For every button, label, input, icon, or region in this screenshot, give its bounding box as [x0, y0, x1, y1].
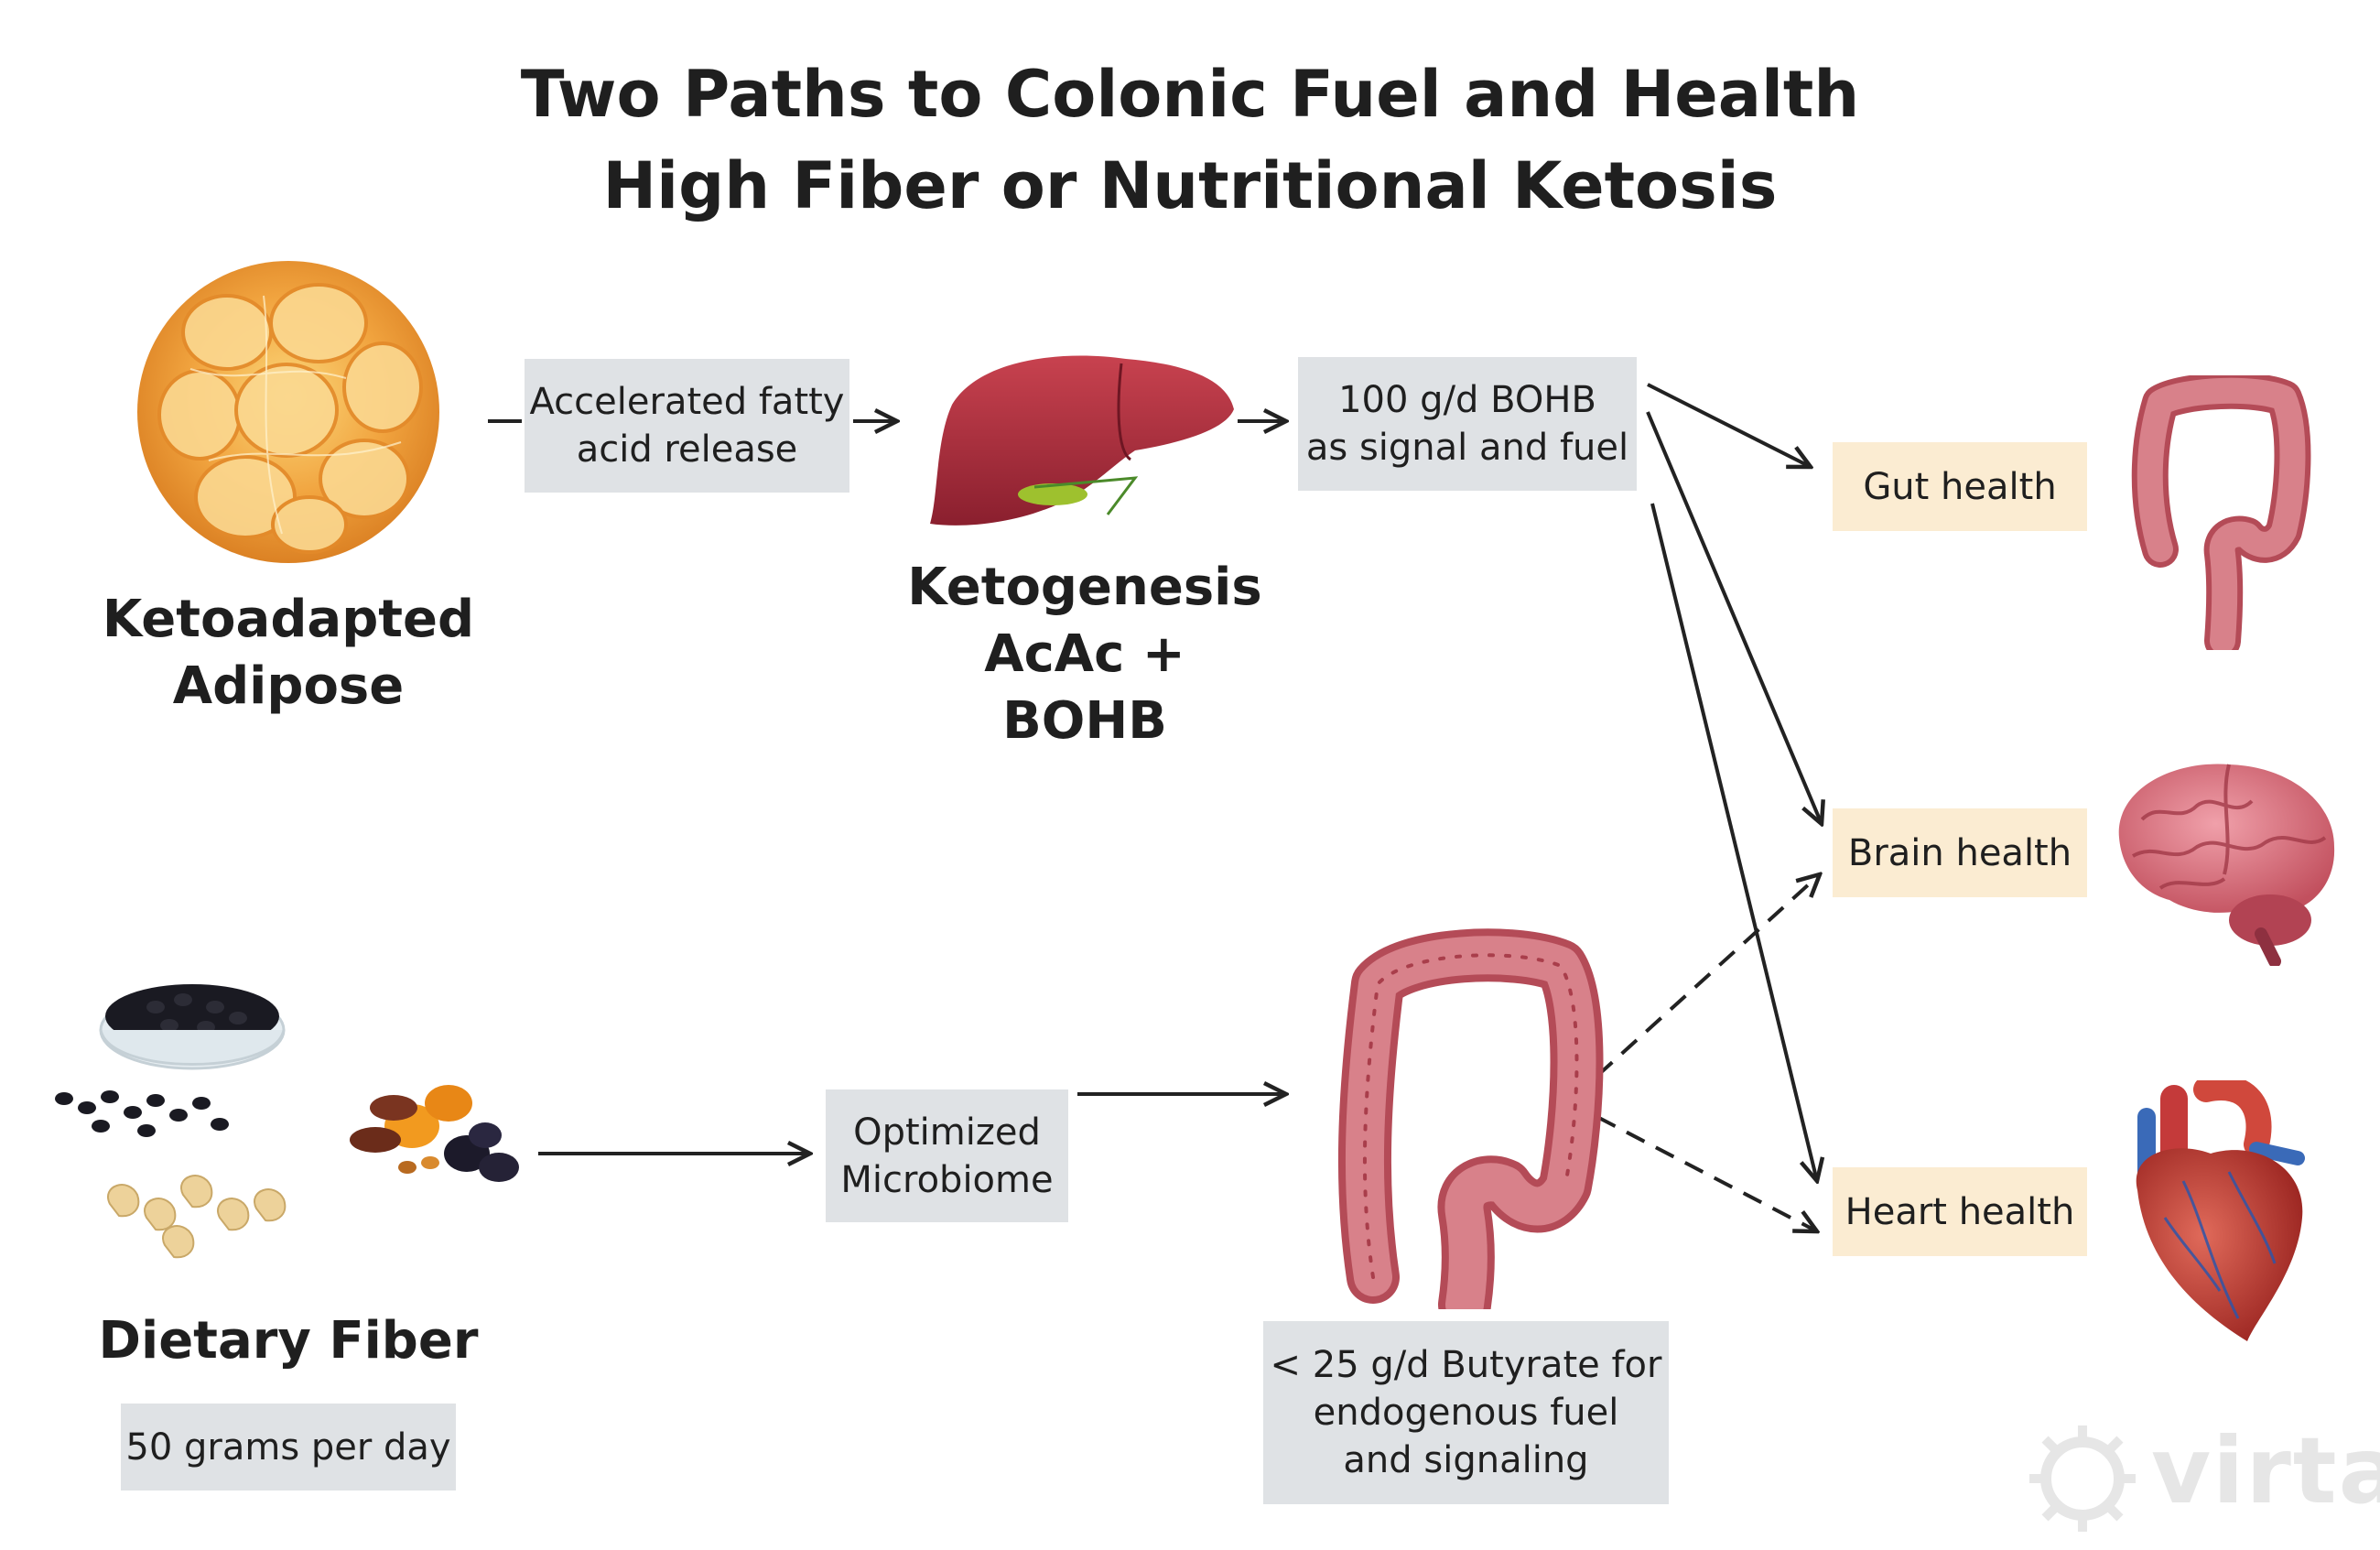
virta-logo-text: virta: [2151, 1417, 2380, 1524]
bohb-box: 100 g/d BOHB as signal and fuel: [1298, 357, 1637, 491]
colon-to-heart-dashed-arrow: [1596, 1115, 1817, 1231]
gut-colon-icon: [2131, 375, 2311, 650]
fiber-foods-image: [55, 984, 519, 1259]
dietary-fiber-label: Dietary Fiber: [98, 1311, 479, 1371]
liver-icon: [930, 355, 1234, 526]
fatty-acid-release-box: Accelerated fatty acid release: [525, 359, 849, 493]
title-line-1: Two Paths to Colonic Fuel and Health: [520, 57, 1860, 132]
adipose-label: Ketoadapted Adipose: [102, 590, 475, 716]
bohb-to-brain-arrow: [1646, 411, 1822, 824]
ketogenesis-label: Ketogenesis AcAc + BOHB: [907, 558, 1262, 751]
colon-to-brain-dashed-arrow: [1596, 874, 1820, 1078]
colon-icon: [1337, 928, 1604, 1309]
adipose-tissue-image: [137, 261, 439, 563]
virta-logo-icon: [2029, 1425, 2136, 1532]
brain-health-box: Brain health: [1833, 808, 2087, 897]
brain-icon: [2118, 764, 2335, 966]
optimized-microbiome-box: Optimized Microbiome: [826, 1089, 1068, 1222]
bohb-to-heart-arrow: [1650, 503, 1817, 1181]
heart-health-box: Heart health: [1833, 1167, 2087, 1256]
bohb-to-gut-arrow: [1647, 383, 1811, 467]
butyrate-box: < 25 g/d Butyrate for endogenous fuel an…: [1263, 1321, 1669, 1504]
heart-icon: [2136, 1080, 2305, 1341]
title-line-2: High Fiber or Nutritional Ketosis: [602, 148, 1778, 223]
gut-health-box: Gut health: [1833, 442, 2087, 531]
fiber-amount-box: 50 grams per day: [121, 1404, 456, 1490]
